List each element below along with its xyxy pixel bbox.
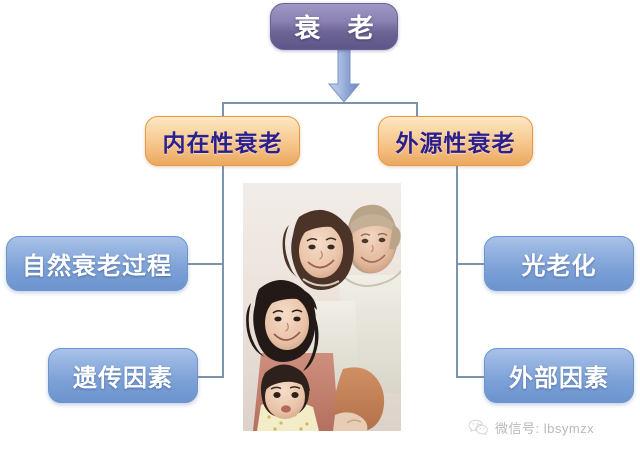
down-arrow	[326, 49, 362, 104]
connector-left-to-genetic-factors	[196, 376, 224, 378]
node-photoaging-label: 光老化	[521, 253, 597, 280]
connector-level2-right-drop	[416, 102, 418, 118]
connector-right-to-external-factors	[456, 376, 486, 378]
connector-level2-horizontal	[222, 102, 418, 104]
watermark-text: 微信号: lbsymzx	[495, 421, 595, 436]
connector-right-trunk	[456, 166, 458, 378]
node-natural-aging-process-label: 自然衰老过程	[22, 253, 172, 280]
down-arrow-icon	[327, 49, 361, 103]
node-intrinsic-aging[interactable]: 内在性衰老	[145, 116, 300, 166]
connector-level2-left-drop	[222, 102, 224, 118]
node-natural-aging-process[interactable]: 自然衰老过程	[6, 236, 188, 291]
node-external-factors-label: 外部因素	[509, 365, 609, 392]
node-genetic-factors[interactable]: 遗传因素	[48, 348, 198, 403]
node-extrinsic-aging-label: 外源性衰老	[395, 130, 516, 156]
node-genetic-factors-label: 遗传因素	[73, 365, 173, 392]
watermark: 微信号: lbsymzx	[468, 418, 594, 437]
node-photoaging[interactable]: 光老化	[484, 236, 634, 291]
connector-left-to-natural-aging	[186, 263, 224, 265]
family-photo-image	[243, 183, 401, 431]
node-external-factors[interactable]: 外部因素	[484, 348, 634, 403]
family-photo	[243, 183, 401, 431]
node-extrinsic-aging[interactable]: 外源性衰老	[378, 116, 533, 166]
connector-left-trunk	[222, 166, 224, 378]
node-intrinsic-aging-label: 内在性衰老	[162, 130, 283, 156]
connector-right-to-photoaging	[456, 263, 486, 265]
node-aging-root-label: 衰 老	[294, 13, 384, 43]
wechat-icon	[468, 419, 488, 436]
node-aging-root[interactable]: 衰 老	[270, 3, 398, 50]
